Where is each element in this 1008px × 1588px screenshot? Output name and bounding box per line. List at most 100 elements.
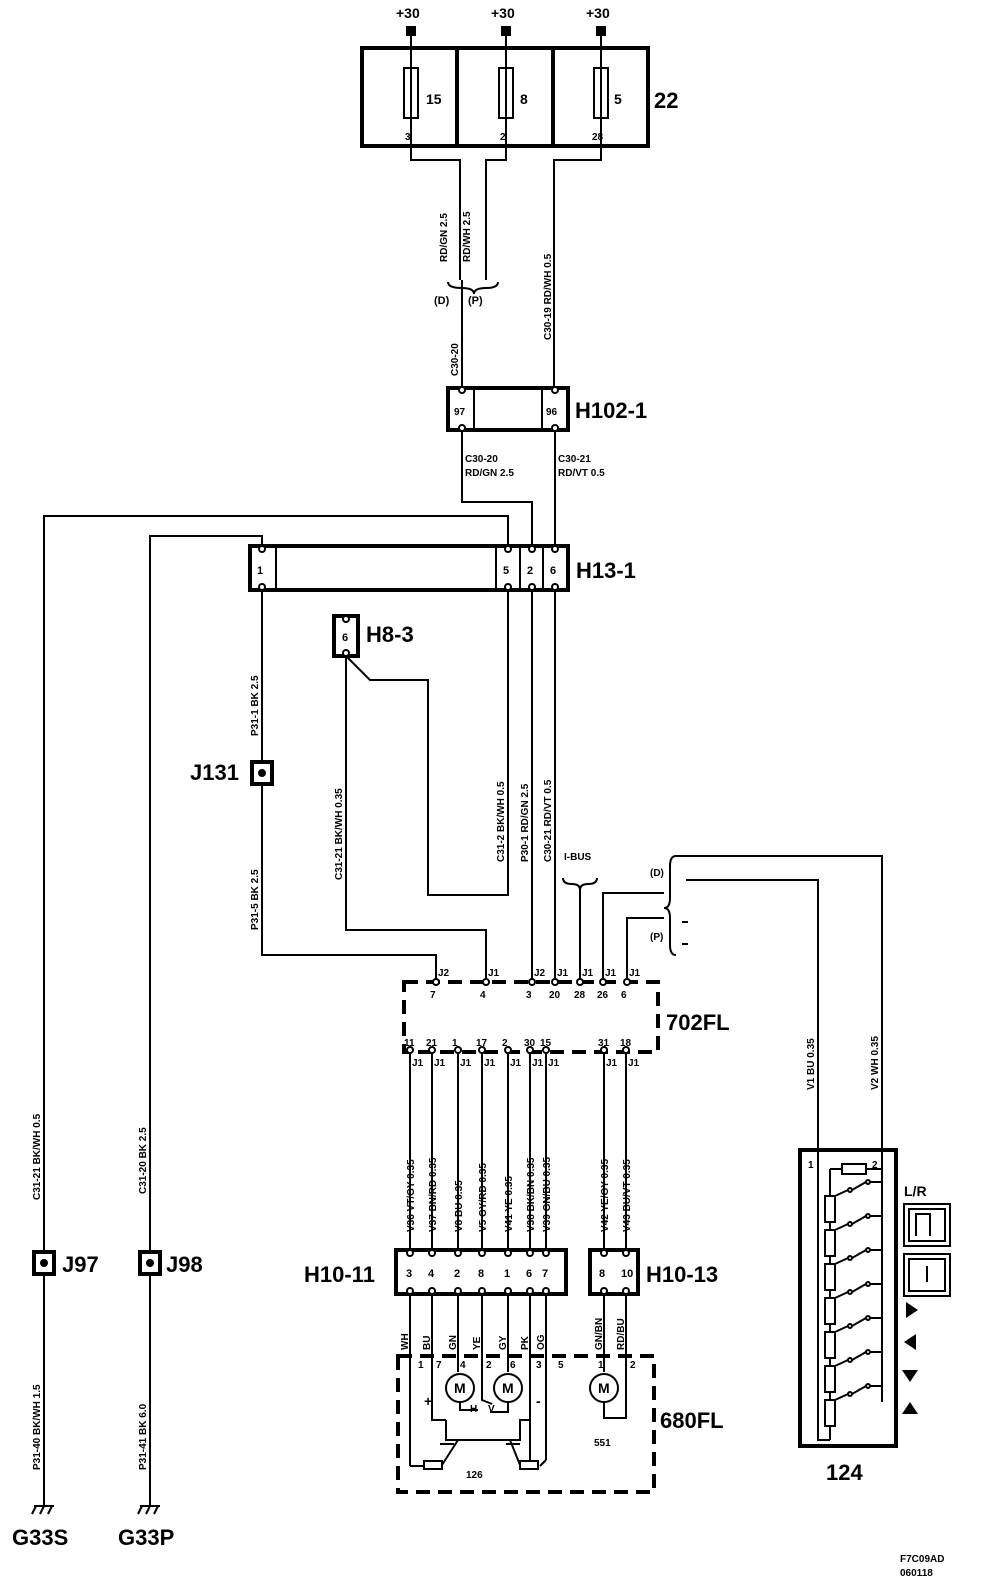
connector-h102-1: 97 96 H102-1 bbox=[446, 386, 647, 432]
mirror-label: 680FL bbox=[660, 1408, 724, 1433]
switch-contact bbox=[824, 1383, 882, 1427]
svg-text:(P): (P) bbox=[468, 295, 483, 307]
pin-number: 21 bbox=[426, 1038, 438, 1049]
ecu-top-pin: 6J1 bbox=[621, 968, 641, 1001]
svg-text:L/R: L/R bbox=[904, 1183, 927, 1199]
switch-contact bbox=[824, 1281, 882, 1325]
wire-colour: BU bbox=[422, 1336, 433, 1350]
svg-text:C31-20 BK 2.5: C31-20 BK 2.5 bbox=[138, 1127, 149, 1194]
pin-number: 1 bbox=[452, 1038, 458, 1049]
svg-text:(D): (D) bbox=[434, 295, 450, 307]
svg-text:+30: +30 bbox=[396, 5, 420, 21]
connector-h13-1: 1 5 2 6 H13-1 bbox=[248, 544, 636, 592]
wire-colour: OG bbox=[536, 1334, 547, 1350]
pin-number: 10 bbox=[621, 1268, 633, 1280]
pin-connector: J1 bbox=[582, 968, 594, 979]
ground-chain-right: C31-20 BK 2.5 J98 P31-41 BK 6.0 G33P bbox=[118, 1127, 203, 1550]
ecu-wire-label: V5 GY/RD 0.35 bbox=[478, 1163, 489, 1232]
pin-connector: J1 bbox=[532, 1058, 544, 1069]
arrow-left-icon bbox=[904, 1334, 916, 1350]
svg-text:6: 6 bbox=[342, 632, 348, 644]
mid-wires: P31-1 BK 2.5 P31-5 BK 2.5 C31-21 BK/WH 0… bbox=[250, 590, 883, 1150]
wire-colour: GY bbox=[498, 1335, 509, 1350]
svg-text:M: M bbox=[502, 1380, 514, 1396]
h102-h13-wires: C30-20 RD/GN 2.5 C30-21 RD/VT 0.5 bbox=[461, 430, 605, 548]
pin-connector: J2 bbox=[534, 968, 546, 979]
h13-label: H13-1 bbox=[576, 558, 636, 583]
svg-text:15: 15 bbox=[426, 91, 442, 107]
motor-v: M bbox=[493, 1373, 523, 1403]
h1011-pin: 1GY bbox=[498, 1249, 512, 1350]
ecu-wire-label: V43 BU/VT 0.35 bbox=[622, 1159, 633, 1232]
pin-number: 8 bbox=[478, 1268, 484, 1280]
ecu-wire-label: V39 GN/BU 0.35 bbox=[542, 1157, 553, 1232]
wire-colour: GN/BN bbox=[594, 1318, 605, 1350]
svg-text:6: 6 bbox=[550, 565, 556, 577]
ground-symbol bbox=[31, 1505, 54, 1515]
pin-connector: J1 bbox=[510, 1058, 522, 1069]
wire-colour: RD/BU bbox=[616, 1318, 627, 1350]
pin-number: 3 bbox=[526, 990, 532, 1001]
pin-number: 11 bbox=[404, 1038, 415, 1049]
svg-text:3: 3 bbox=[405, 132, 411, 143]
g33s-label: G33S bbox=[12, 1525, 68, 1550]
fuse-box-label: 22 bbox=[654, 88, 678, 113]
supply-terminal: +30 bbox=[586, 5, 610, 68]
svg-text:5: 5 bbox=[558, 1360, 564, 1371]
switch-contact bbox=[824, 1247, 882, 1291]
svg-text:RD/VT 0.5: RD/VT 0.5 bbox=[558, 468, 605, 479]
pin-connector: J1 bbox=[412, 1058, 424, 1069]
pin-number: 1 bbox=[504, 1268, 510, 1280]
pin-connector: J1 bbox=[484, 1058, 496, 1069]
svg-text:P31-40 BK/WH 1.5: P31-40 BK/WH 1.5 bbox=[32, 1384, 43, 1470]
fuse-15: 15 3 bbox=[403, 67, 442, 146]
wire-colour: PK bbox=[520, 1335, 531, 1350]
wire-label-rdwh-25: RD/WH 2.5 bbox=[462, 211, 473, 262]
svg-text:H: H bbox=[470, 1404, 477, 1415]
h1011-pin: 3WH bbox=[400, 1249, 414, 1350]
pin-connector: J1 bbox=[628, 1058, 640, 1069]
ecu-wire-label: V41 YE 0.35 bbox=[504, 1176, 515, 1232]
h8-label: H8-3 bbox=[366, 622, 414, 647]
h1013-label: H10-13 bbox=[646, 1262, 718, 1287]
pin-connector: J1 bbox=[606, 1058, 618, 1069]
svg-text:8: 8 bbox=[520, 91, 528, 107]
mirror-680fl: 680FL 1 7 4 2 6 3 5 1 2 M M M bbox=[396, 1348, 724, 1494]
fuse-box-22: 22 +30 +30 +30 15 3 8 bbox=[360, 5, 678, 148]
ecu-top-pin: 7J2 bbox=[430, 968, 450, 1001]
h1011-pin: 6PK bbox=[520, 1249, 534, 1350]
switch-contact bbox=[824, 1179, 882, 1223]
connector-h10-13: H10-13 bbox=[588, 1248, 718, 1296]
ground-feed-wires bbox=[43, 515, 509, 1252]
h1011-pin: 2GN bbox=[448, 1249, 462, 1350]
fuse-output-wires: RD/GN 2.5 RD/WH 2.5 C30-19 RD/WH 0.5 (D)… bbox=[410, 146, 602, 390]
splice-j131: J131 bbox=[190, 760, 274, 786]
h1011-pin: 4BU bbox=[422, 1249, 436, 1350]
h1011-label: H10-11 bbox=[304, 1262, 375, 1287]
h1011-pin: 7OG bbox=[536, 1249, 550, 1350]
wire-label-c3019: C30-19 RD/WH 0.5 bbox=[543, 253, 554, 340]
svg-text:P31-1 BK 2.5: P31-1 BK 2.5 bbox=[250, 675, 261, 736]
pin-number: 31 bbox=[598, 1038, 610, 1049]
lr-toggle-icon bbox=[903, 1203, 951, 1247]
svg-text:1: 1 bbox=[598, 1360, 604, 1371]
ecu-label: 702FL bbox=[666, 1010, 730, 1035]
svg-text:C31-21 BK/WH 0.35: C31-21 BK/WH 0.35 bbox=[334, 788, 345, 880]
h102-label: H102-1 bbox=[575, 398, 647, 423]
svg-text:2: 2 bbox=[486, 1360, 492, 1371]
svg-text:P31-5 BK 2.5: P31-5 BK 2.5 bbox=[250, 869, 261, 930]
pin-connector: J1 bbox=[434, 1058, 446, 1069]
pin-number: 7 bbox=[430, 990, 436, 1001]
pin-number: 2 bbox=[502, 1038, 508, 1049]
pin-number: 26 bbox=[597, 990, 609, 1001]
svg-text:C30-21 RD/VT 0.5: C30-21 RD/VT 0.5 bbox=[543, 779, 554, 862]
svg-text:1: 1 bbox=[418, 1360, 424, 1371]
